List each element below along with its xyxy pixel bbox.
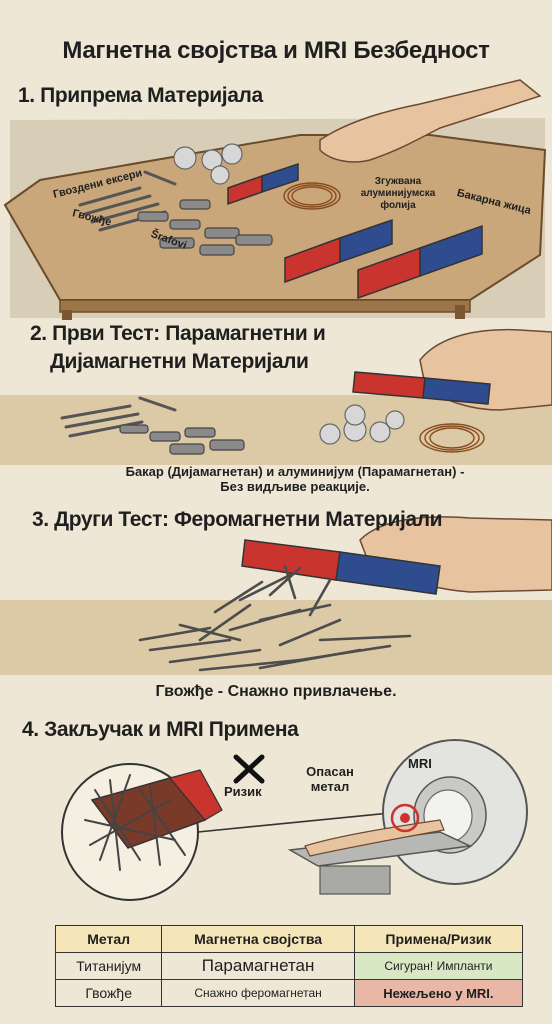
table-header-cell: Метал: [54, 925, 163, 953]
table-header-cell: Магнетна својства: [161, 925, 355, 953]
section-heading-4: 4. Закључак и MRI Примена: [22, 718, 299, 741]
test-two-caption: Гвожђе - Снажно привлачење.: [155, 683, 397, 700]
label-dangerous-metal: Опасан метал: [300, 764, 360, 794]
table-cell: Снажно феромагнетан: [161, 979, 355, 1007]
table-cell: Титанијум: [54, 952, 163, 980]
test-one-caption-line2: Без видљиве реакције.: [220, 479, 370, 494]
table-header-cell: Примена/Ризик: [353, 925, 524, 953]
section-heading-1: 1. Припрема Материјала: [18, 84, 263, 107]
label-danger-line2: метал: [310, 779, 350, 794]
table-row: Гвожђе Снажно феромагнетан Нежељено у MR…: [54, 979, 524, 1007]
label-foil: Згужвана алуминијумска фолија: [352, 176, 444, 212]
label-foil-line2: алуминијумска: [360, 188, 436, 199]
label-foil-line3: фолија: [380, 200, 416, 211]
workbench-scene: [3, 79, 547, 320]
section-heading-3: 3. Други Тест: Феромагнетни Материјали: [32, 508, 443, 531]
test-one-caption: Бакар (Дијамагнетан) и алуминијум (Парам…: [60, 464, 530, 494]
mri-scene: [61, 739, 528, 901]
section-heading-2-line1: 2. Први Тест: Парамагнетни и: [30, 322, 326, 345]
section-heading-2-line2: Дијамагнетни Материјали: [50, 350, 309, 373]
table-cell: Гвожђе: [54, 979, 163, 1007]
label-danger-line1: Опасан: [306, 764, 354, 779]
table-cell: Сигуран! Импланти: [353, 952, 524, 980]
table-cell: Парамагнетан: [161, 952, 355, 980]
label-foil-line1: Згужвана: [374, 176, 422, 187]
table-header-row: Метал Магнетна својства Примена/Ризик: [54, 925, 524, 953]
test-two-scene: [0, 516, 552, 675]
x-mark-icon: [233, 754, 265, 784]
test-one-scene: [0, 328, 552, 465]
label-risk: Ризик: [224, 784, 262, 799]
page-title: Магнетна својства и MRI Безбедност: [62, 37, 490, 64]
label-mri: MRI: [408, 756, 432, 771]
table-cell: Нежељено у MRI.: [353, 979, 524, 1007]
table-row: Титанијум Парамагнетан Сигуран! Импланти: [54, 952, 524, 980]
summary-table: Метал Магнетна својства Примена/Ризик Ти…: [54, 925, 524, 1007]
test-one-caption-line1: Бакар (Дијамагнетан) и алуминијум (Парам…: [125, 464, 465, 479]
